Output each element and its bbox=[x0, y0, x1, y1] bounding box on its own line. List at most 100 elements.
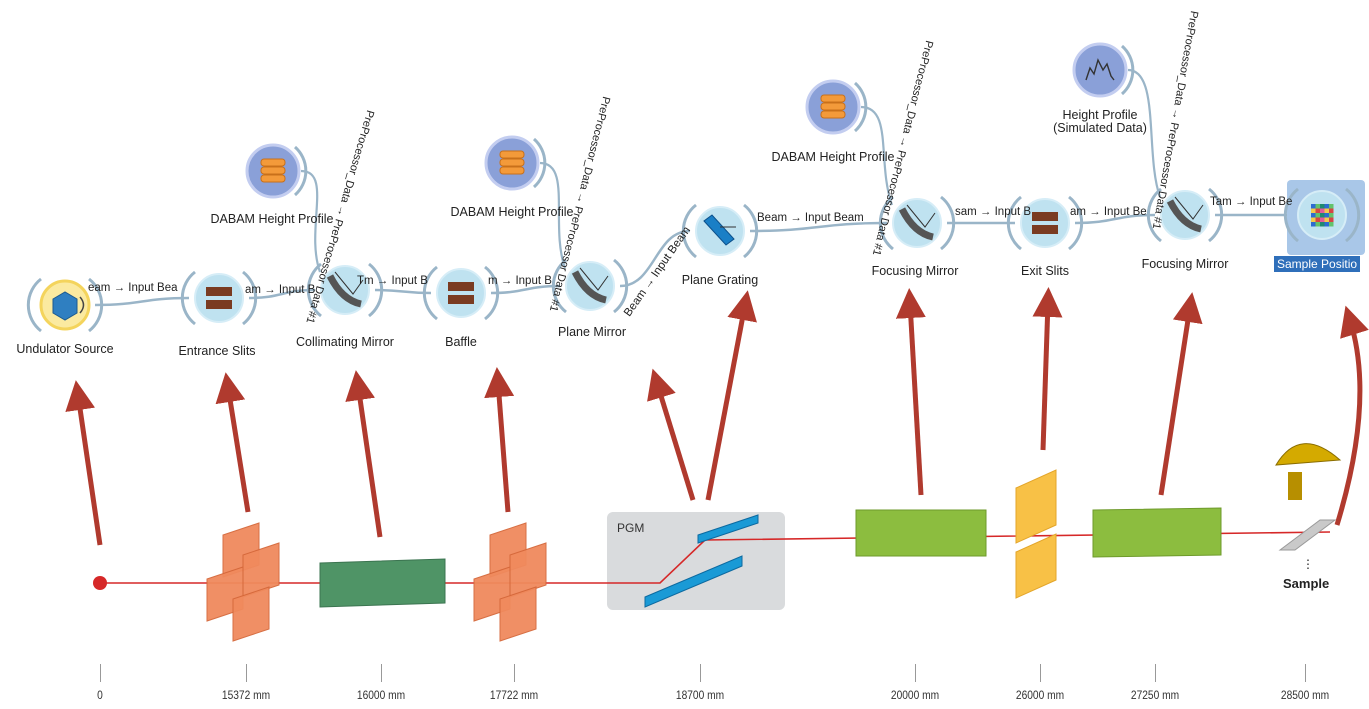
widget-focusing-mirror-1[interactable] bbox=[878, 195, 956, 251]
sample-position-icon bbox=[1329, 204, 1334, 209]
input-handle[interactable] bbox=[180, 270, 196, 326]
pointer-arrow bbox=[705, 290, 757, 501]
input-handle[interactable] bbox=[1283, 187, 1299, 243]
sample-position-icon bbox=[1320, 213, 1325, 218]
tick-mark bbox=[915, 664, 916, 682]
output-handle[interactable] bbox=[1345, 187, 1361, 243]
pointer-arrow bbox=[647, 368, 696, 501]
output-handle[interactable] bbox=[743, 203, 759, 259]
widget-label-undulator-source: Undulator Source bbox=[16, 342, 114, 356]
input-handle[interactable] bbox=[26, 277, 42, 333]
widget-body[interactable] bbox=[194, 273, 244, 323]
widget-body[interactable] bbox=[1160, 190, 1210, 240]
output-handle[interactable] bbox=[88, 277, 104, 333]
undulator-source-icon bbox=[79, 296, 85, 314]
widget-plane-mirror[interactable] bbox=[551, 258, 629, 314]
widget-body[interactable] bbox=[1020, 198, 1070, 248]
output-handle[interactable] bbox=[613, 258, 629, 314]
beam-link bbox=[619, 229, 691, 288]
database-icon bbox=[260, 158, 286, 167]
database-icon bbox=[820, 94, 846, 103]
sample-label: Sample bbox=[1283, 576, 1330, 591]
tick-mark bbox=[514, 664, 515, 682]
slits-icon bbox=[206, 287, 232, 296]
sample-position-icon bbox=[1320, 217, 1325, 222]
sample-position-icon bbox=[1315, 213, 1320, 218]
slit-plate bbox=[232, 586, 270, 642]
sample-position-icon bbox=[1329, 217, 1334, 222]
output-handle[interactable] bbox=[1068, 195, 1084, 251]
widget-baffle[interactable] bbox=[422, 265, 500, 321]
widget-undulator-source[interactable] bbox=[26, 277, 104, 333]
widget-dabam-1[interactable] bbox=[245, 143, 308, 199]
sample-position-icon bbox=[1324, 208, 1329, 213]
pointer-arrow bbox=[65, 380, 103, 546]
widget-label-baffle: Baffle bbox=[445, 335, 477, 349]
height-profile-icon bbox=[1085, 58, 1115, 81]
sample-position-icon bbox=[1320, 204, 1325, 209]
widget-sample-position[interactable] bbox=[1283, 187, 1361, 243]
input-handle[interactable] bbox=[551, 258, 567, 314]
profile-label-height-1: Height Profile bbox=[1062, 108, 1138, 122]
output-handle[interactable] bbox=[532, 137, 547, 189]
widget-entrance-slits[interactable] bbox=[180, 270, 258, 326]
database-icon bbox=[260, 174, 286, 183]
output-handle[interactable] bbox=[940, 195, 956, 251]
link-label-beam-3: Tm → Input B bbox=[357, 275, 428, 287]
input-handle[interactable] bbox=[1006, 195, 1022, 251]
slit-plate bbox=[499, 586, 537, 642]
widget-label-focusing-mirror-1: Focusing Mirror bbox=[871, 264, 959, 278]
link-label-beam-9: Tam → Input Be bbox=[1210, 196, 1293, 208]
focusing-mirror-physical-1 bbox=[855, 509, 987, 557]
input-handle[interactable] bbox=[878, 195, 894, 251]
widget-body[interactable] bbox=[1072, 42, 1128, 98]
link-label-beam-8: am → Input Be bbox=[1070, 206, 1147, 218]
source-point bbox=[93, 576, 107, 590]
output-handle[interactable] bbox=[242, 270, 258, 326]
mirror-icon bbox=[898, 207, 934, 241]
tick-mark bbox=[1040, 664, 1041, 682]
widget-plane-grating[interactable] bbox=[681, 203, 759, 259]
widget-label-plane-grating: Plane Grating bbox=[681, 273, 759, 287]
widget-height-profile[interactable] bbox=[1072, 42, 1135, 98]
sample-position-icon bbox=[1315, 217, 1320, 222]
detector-icon bbox=[1288, 472, 1302, 500]
input-handle[interactable] bbox=[681, 203, 697, 259]
widget-exit-slits[interactable] bbox=[1006, 195, 1084, 251]
output-handle[interactable] bbox=[368, 262, 384, 318]
output-handle[interactable] bbox=[1120, 44, 1135, 96]
input-handle[interactable] bbox=[306, 262, 322, 318]
tick-label: 18700 mm bbox=[675, 688, 725, 702]
widget-label-focusing-mirror-2: Focusing Mirror bbox=[1141, 257, 1229, 271]
input-handle[interactable] bbox=[1146, 187, 1162, 243]
slits-icon bbox=[206, 300, 232, 309]
output-handle[interactable] bbox=[484, 265, 500, 321]
pointer-arrow bbox=[484, 367, 515, 513]
output-handle[interactable] bbox=[1208, 187, 1224, 243]
tick-label: 28500 mm bbox=[1280, 688, 1330, 702]
widget-body[interactable] bbox=[436, 268, 486, 318]
preprocessor-link bbox=[860, 105, 894, 206]
sample-position-icon bbox=[1324, 204, 1329, 209]
mirror-icon bbox=[1174, 196, 1204, 220]
sample-position-icon bbox=[1311, 222, 1316, 227]
widget-body[interactable] bbox=[892, 198, 942, 248]
input-handle[interactable] bbox=[422, 265, 438, 321]
widget-body[interactable] bbox=[565, 261, 615, 311]
output-handle[interactable] bbox=[293, 145, 308, 197]
tick-label: 20000 mm bbox=[890, 688, 940, 702]
beam-link bbox=[749, 221, 888, 233]
widget-collimating-mirror[interactable] bbox=[306, 262, 384, 318]
sample-position-icon bbox=[1311, 204, 1316, 209]
widget-dabam-3[interactable] bbox=[805, 79, 868, 135]
database-icon bbox=[499, 166, 525, 175]
output-handle[interactable] bbox=[853, 81, 868, 133]
widget-dabam-2[interactable] bbox=[484, 135, 547, 191]
profile-label-height-2: (Simulated Data) bbox=[1053, 121, 1147, 135]
mirror-icon bbox=[571, 270, 607, 304]
widget-focusing-mirror-2[interactable] bbox=[1146, 187, 1224, 243]
pgm-box bbox=[607, 512, 785, 610]
beam-link bbox=[1074, 213, 1156, 225]
slits-icon bbox=[1032, 225, 1058, 234]
database-icon bbox=[260, 166, 286, 175]
